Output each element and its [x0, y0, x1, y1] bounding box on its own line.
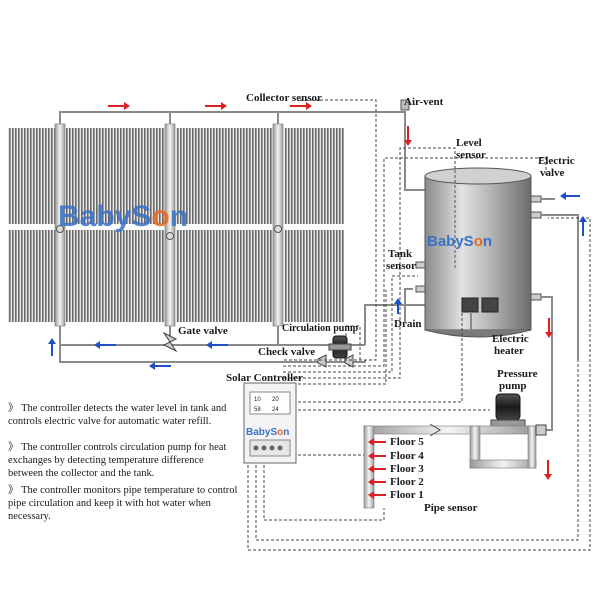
tank-sensor-label-line2: sensor	[386, 260, 416, 272]
floor-4-label: Floor 4	[390, 450, 424, 462]
floor-arrows	[368, 438, 386, 499]
solar-controller-box	[243, 382, 297, 464]
blue-arrow-left	[560, 192, 580, 200]
circulation-pump	[328, 335, 352, 359]
svg-text:24: 24	[272, 407, 279, 413]
svg-text:20: 20	[272, 397, 279, 403]
collector-panel	[176, 230, 276, 322]
collector-sensor-label: Collector sensor	[246, 92, 322, 104]
red-arrow-right	[108, 102, 130, 110]
gate-valve	[162, 331, 178, 353]
control-wiring	[247, 99, 591, 551]
blue-arrow-left	[94, 341, 116, 349]
air-vent-label: Air-vent	[404, 96, 444, 108]
collector-panel	[8, 128, 58, 224]
red-arrow-right	[205, 102, 227, 110]
circulation-pump-label: Circulation pump	[282, 323, 359, 334]
blue-arrow-up	[579, 216, 587, 236]
note-water-level: 》 The controller detects the water level…	[8, 403, 227, 427]
solar-controller-label: Solar Controller	[226, 372, 303, 384]
collector-panel	[284, 230, 344, 322]
brand-logo-controller: BabySon	[246, 427, 290, 438]
note-marker: 》	[8, 485, 19, 496]
pressure-pump-label-line2: pump	[499, 380, 527, 392]
brand-logo-main: BabySon	[58, 200, 189, 233]
tank-sensor-label-line1: Tank	[388, 248, 413, 260]
storage-tank	[415, 167, 542, 338]
note-pipe-temperature: 》 The controller monitors pipe temperatu…	[8, 485, 238, 522]
floor-1-label: Floor 1	[390, 489, 424, 501]
floor-3-label: Floor 3	[390, 463, 424, 475]
floor-arrow	[368, 438, 386, 446]
floor-arrow	[368, 491, 386, 499]
floor-2-label: Floor 2	[390, 476, 424, 488]
air-vent	[400, 99, 410, 111]
svg-text:58: 58	[254, 407, 261, 413]
check-valve-label: Check valve	[258, 346, 316, 358]
gate-valve-label: Gate valve	[178, 325, 228, 337]
blue-arrow-up	[394, 298, 402, 314]
collector-panel	[66, 230, 168, 322]
floor-arrow	[368, 452, 386, 460]
pipe-sensor-label: Pipe sensor	[424, 502, 478, 514]
electric-heater-label-line1: Electric	[492, 333, 529, 345]
red-arrow-down	[544, 460, 552, 480]
floor-arrow	[368, 478, 386, 486]
electric-valve-label-line1: Electric	[538, 155, 575, 167]
level-sensor-label-line2: sensor	[456, 149, 486, 161]
svg-text:10: 10	[254, 397, 261, 403]
solar-collector-array	[8, 123, 344, 327]
level-sensor-label-line1: Level	[456, 137, 482, 149]
note-circulation: 》 The controller controls circulation pu…	[8, 442, 227, 479]
collector-panel	[176, 128, 276, 224]
floor-5-label: Floor 5	[390, 436, 424, 448]
controller-display: 10 20 58 24	[254, 397, 279, 413]
check-valve	[317, 354, 354, 368]
note-marker: 》	[8, 403, 19, 414]
hot-water-line	[59, 111, 425, 191]
pressure-pump	[490, 393, 526, 431]
red-arrow-down	[545, 318, 553, 338]
red-arrow-right	[290, 102, 312, 110]
blue-arrow-left	[149, 362, 171, 370]
collector-panel	[8, 230, 58, 322]
blue-arrow-left	[206, 341, 228, 349]
floor-arrow	[368, 465, 386, 473]
drain-label: Drain	[394, 318, 422, 330]
brand-logo-tank: BabySon	[427, 233, 493, 250]
collector-panel	[284, 128, 344, 224]
electric-heater-label-line2: heater	[494, 345, 524, 357]
electric-valve-label-line2: valve	[540, 167, 565, 179]
floor-distribution	[363, 423, 547, 509]
blue-arrow-up	[48, 338, 56, 356]
collector-panel	[66, 128, 168, 224]
pressure-pump-label-line1: Pressure	[497, 368, 538, 380]
note-marker: 》	[8, 442, 19, 453]
red-arrow-down	[404, 126, 412, 146]
flow-arrows	[48, 102, 587, 480]
